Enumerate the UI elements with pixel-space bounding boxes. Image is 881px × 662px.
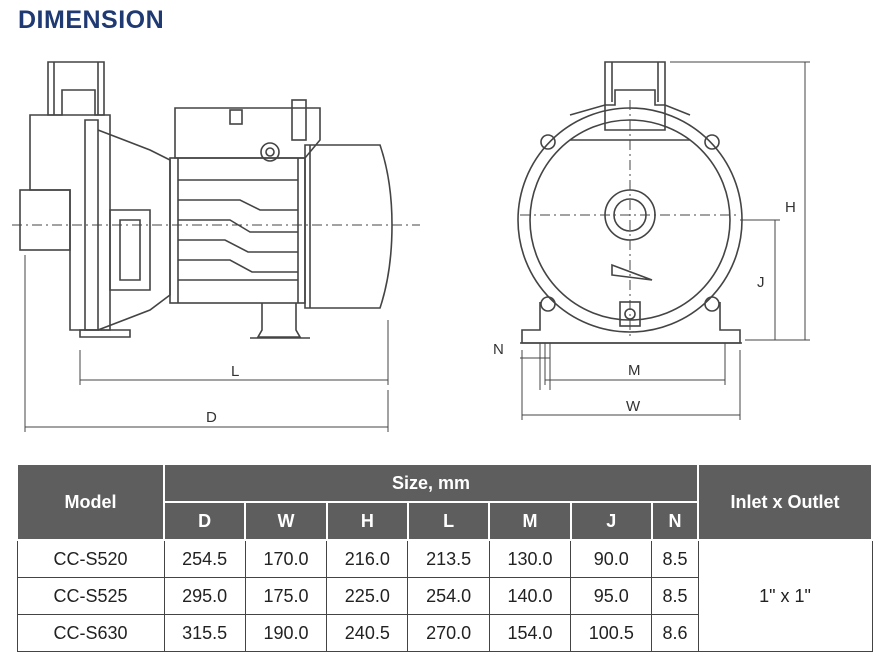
table-row: CC-S520 254.5 170.0 216.0 213.5 130.0 90… — [16, 539, 873, 652]
col-header-W: W — [244, 501, 328, 541]
value-cell: 8.5 — [651, 539, 699, 578]
model-cell: CC-S630 — [16, 614, 165, 652]
value-cell: 154.0 — [488, 614, 572, 652]
label-H: H — [785, 199, 796, 216]
value-cell: 254.0 — [407, 577, 490, 615]
value-cell: 216.0 — [326, 539, 409, 578]
col-header-J: J — [569, 501, 653, 541]
label-M: M — [628, 362, 641, 379]
value-cell: 140.0 — [488, 577, 572, 615]
pump-front-view — [517, 61, 743, 344]
value-cell: 190.0 — [244, 614, 328, 652]
inlet-outlet-cell: 1" x 1" — [697, 539, 873, 652]
model-cell: CC-S520 — [16, 539, 165, 578]
value-cell: 170.0 — [244, 539, 328, 578]
pump-side-view — [12, 61, 420, 339]
value-cell: 100.5 — [570, 614, 653, 652]
value-cell: 254.5 — [163, 539, 246, 578]
table-row: CC-S525 295.0 175.0 225.0 254.0 140.0 95… — [16, 577, 872, 615]
inlet-outlet-header: Inlet x Outlet — [697, 463, 873, 541]
col-header-L: L — [406, 501, 491, 541]
table-row: CC-S630 315.5 190.0 240.5 270.0 154.0 10… — [16, 614, 872, 652]
col-header-H: H — [325, 501, 409, 541]
value-cell: 175.0 — [244, 577, 328, 615]
page-title: DIMENSION — [18, 6, 165, 34]
label-D: D — [206, 409, 217, 426]
value-cell: 8.6 — [651, 614, 699, 652]
label-J: J — [757, 274, 765, 291]
col-header-M: M — [488, 501, 572, 541]
col-header-D: D — [162, 501, 247, 541]
dimension-table: Model Size, mm Inlet x Outlet D W H L M … — [16, 463, 873, 652]
value-cell: 90.0 — [570, 539, 653, 578]
label-W: W — [626, 398, 641, 415]
label-N: N — [493, 341, 504, 358]
value-cell: 8.5 — [651, 577, 699, 615]
size-header: Size, mm — [163, 463, 699, 503]
model-cell: CC-S525 — [16, 577, 165, 615]
value-cell: 295.0 — [163, 577, 246, 615]
value-cell: 315.5 — [163, 614, 246, 652]
dimension-labels: L D H J N M W — [206, 199, 796, 426]
value-cell: 130.0 — [488, 539, 572, 578]
value-cell: 213.5 — [407, 539, 490, 578]
value-cell: 270.0 — [407, 614, 490, 652]
label-L: L — [231, 363, 239, 380]
col-header-N: N — [650, 501, 700, 541]
dimension-drawing: L D H J N M W — [12, 61, 810, 432]
model-header: Model — [16, 463, 165, 541]
value-cell: 95.0 — [570, 577, 653, 615]
value-cell: 240.5 — [326, 614, 409, 652]
value-cell: 225.0 — [326, 577, 409, 615]
